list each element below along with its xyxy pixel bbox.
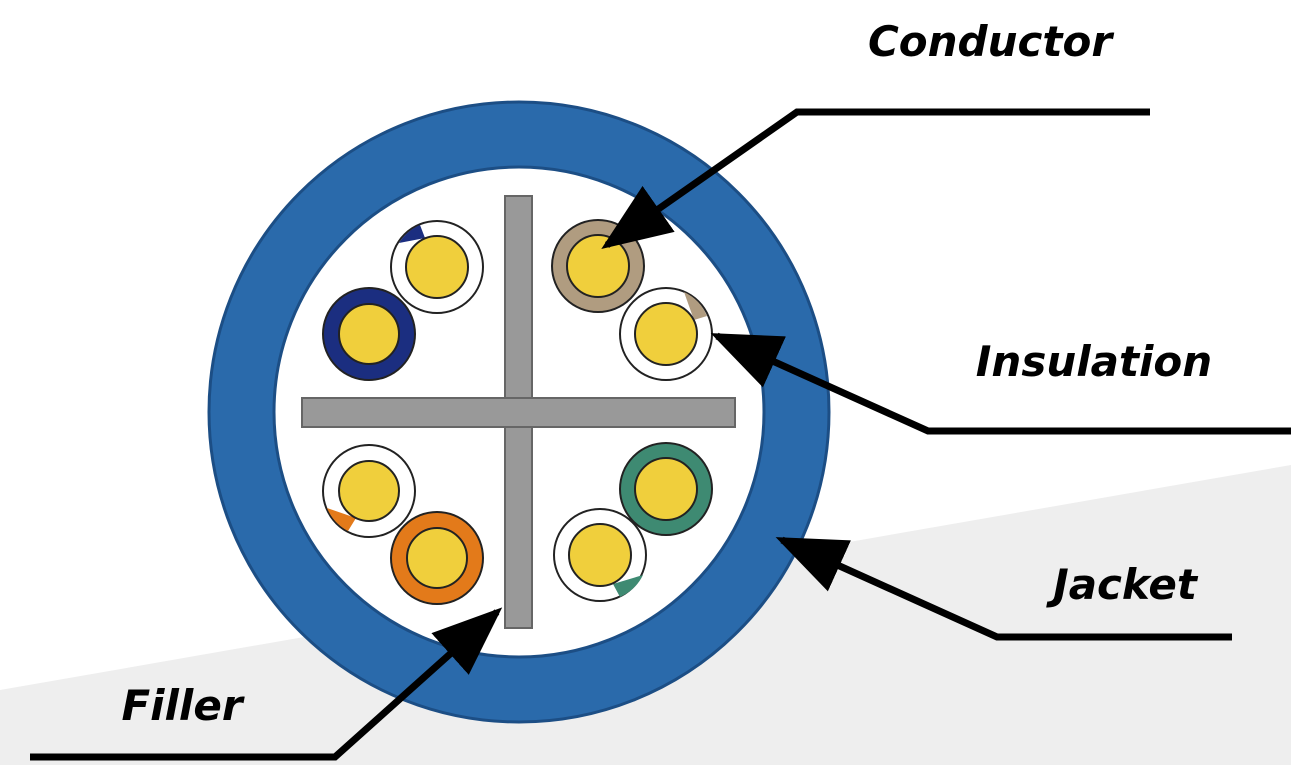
filler-label: Filler: [121, 681, 244, 730]
wire-pair-orange: [322, 444, 484, 605]
conductor: [338, 303, 400, 365]
conductor: [406, 527, 468, 589]
stripe-blue: [399, 225, 425, 243]
jacket-leader-line: [775, 536, 1232, 641]
wire-green-striped: [553, 508, 647, 602]
leader-lines: [30, 108, 1291, 761]
wire-pair-blue: [322, 220, 484, 381]
conductor: [566, 234, 630, 298]
conductor: [405, 235, 469, 299]
conductor-leader-line: [601, 108, 1150, 250]
stripe-orange: [327, 508, 356, 531]
wire-green-solid: [619, 442, 713, 536]
wire-pair-green: [553, 442, 713, 602]
wire-brown-striped: [619, 287, 713, 381]
insulation-leader-line: [710, 332, 1291, 435]
stripe-brown: [684, 292, 707, 320]
wire-orange-striped: [322, 444, 416, 538]
conductor: [634, 457, 698, 521]
conductor-label: Conductor: [868, 17, 1114, 66]
insulation-label: Insulation: [976, 337, 1212, 386]
filler-leader-line: [30, 607, 503, 761]
jacket-label: Jacket: [1046, 560, 1199, 609]
wire-brown-solid: [551, 219, 645, 313]
wire-blue-striped: [390, 220, 484, 314]
cross-filler: [301, 195, 736, 629]
wire-blue-solid: [322, 287, 416, 381]
conductor: [634, 302, 698, 366]
conductor: [338, 460, 400, 522]
conductor: [568, 523, 632, 587]
stripe-green: [613, 575, 643, 597]
wire-orange-solid: [390, 511, 484, 605]
